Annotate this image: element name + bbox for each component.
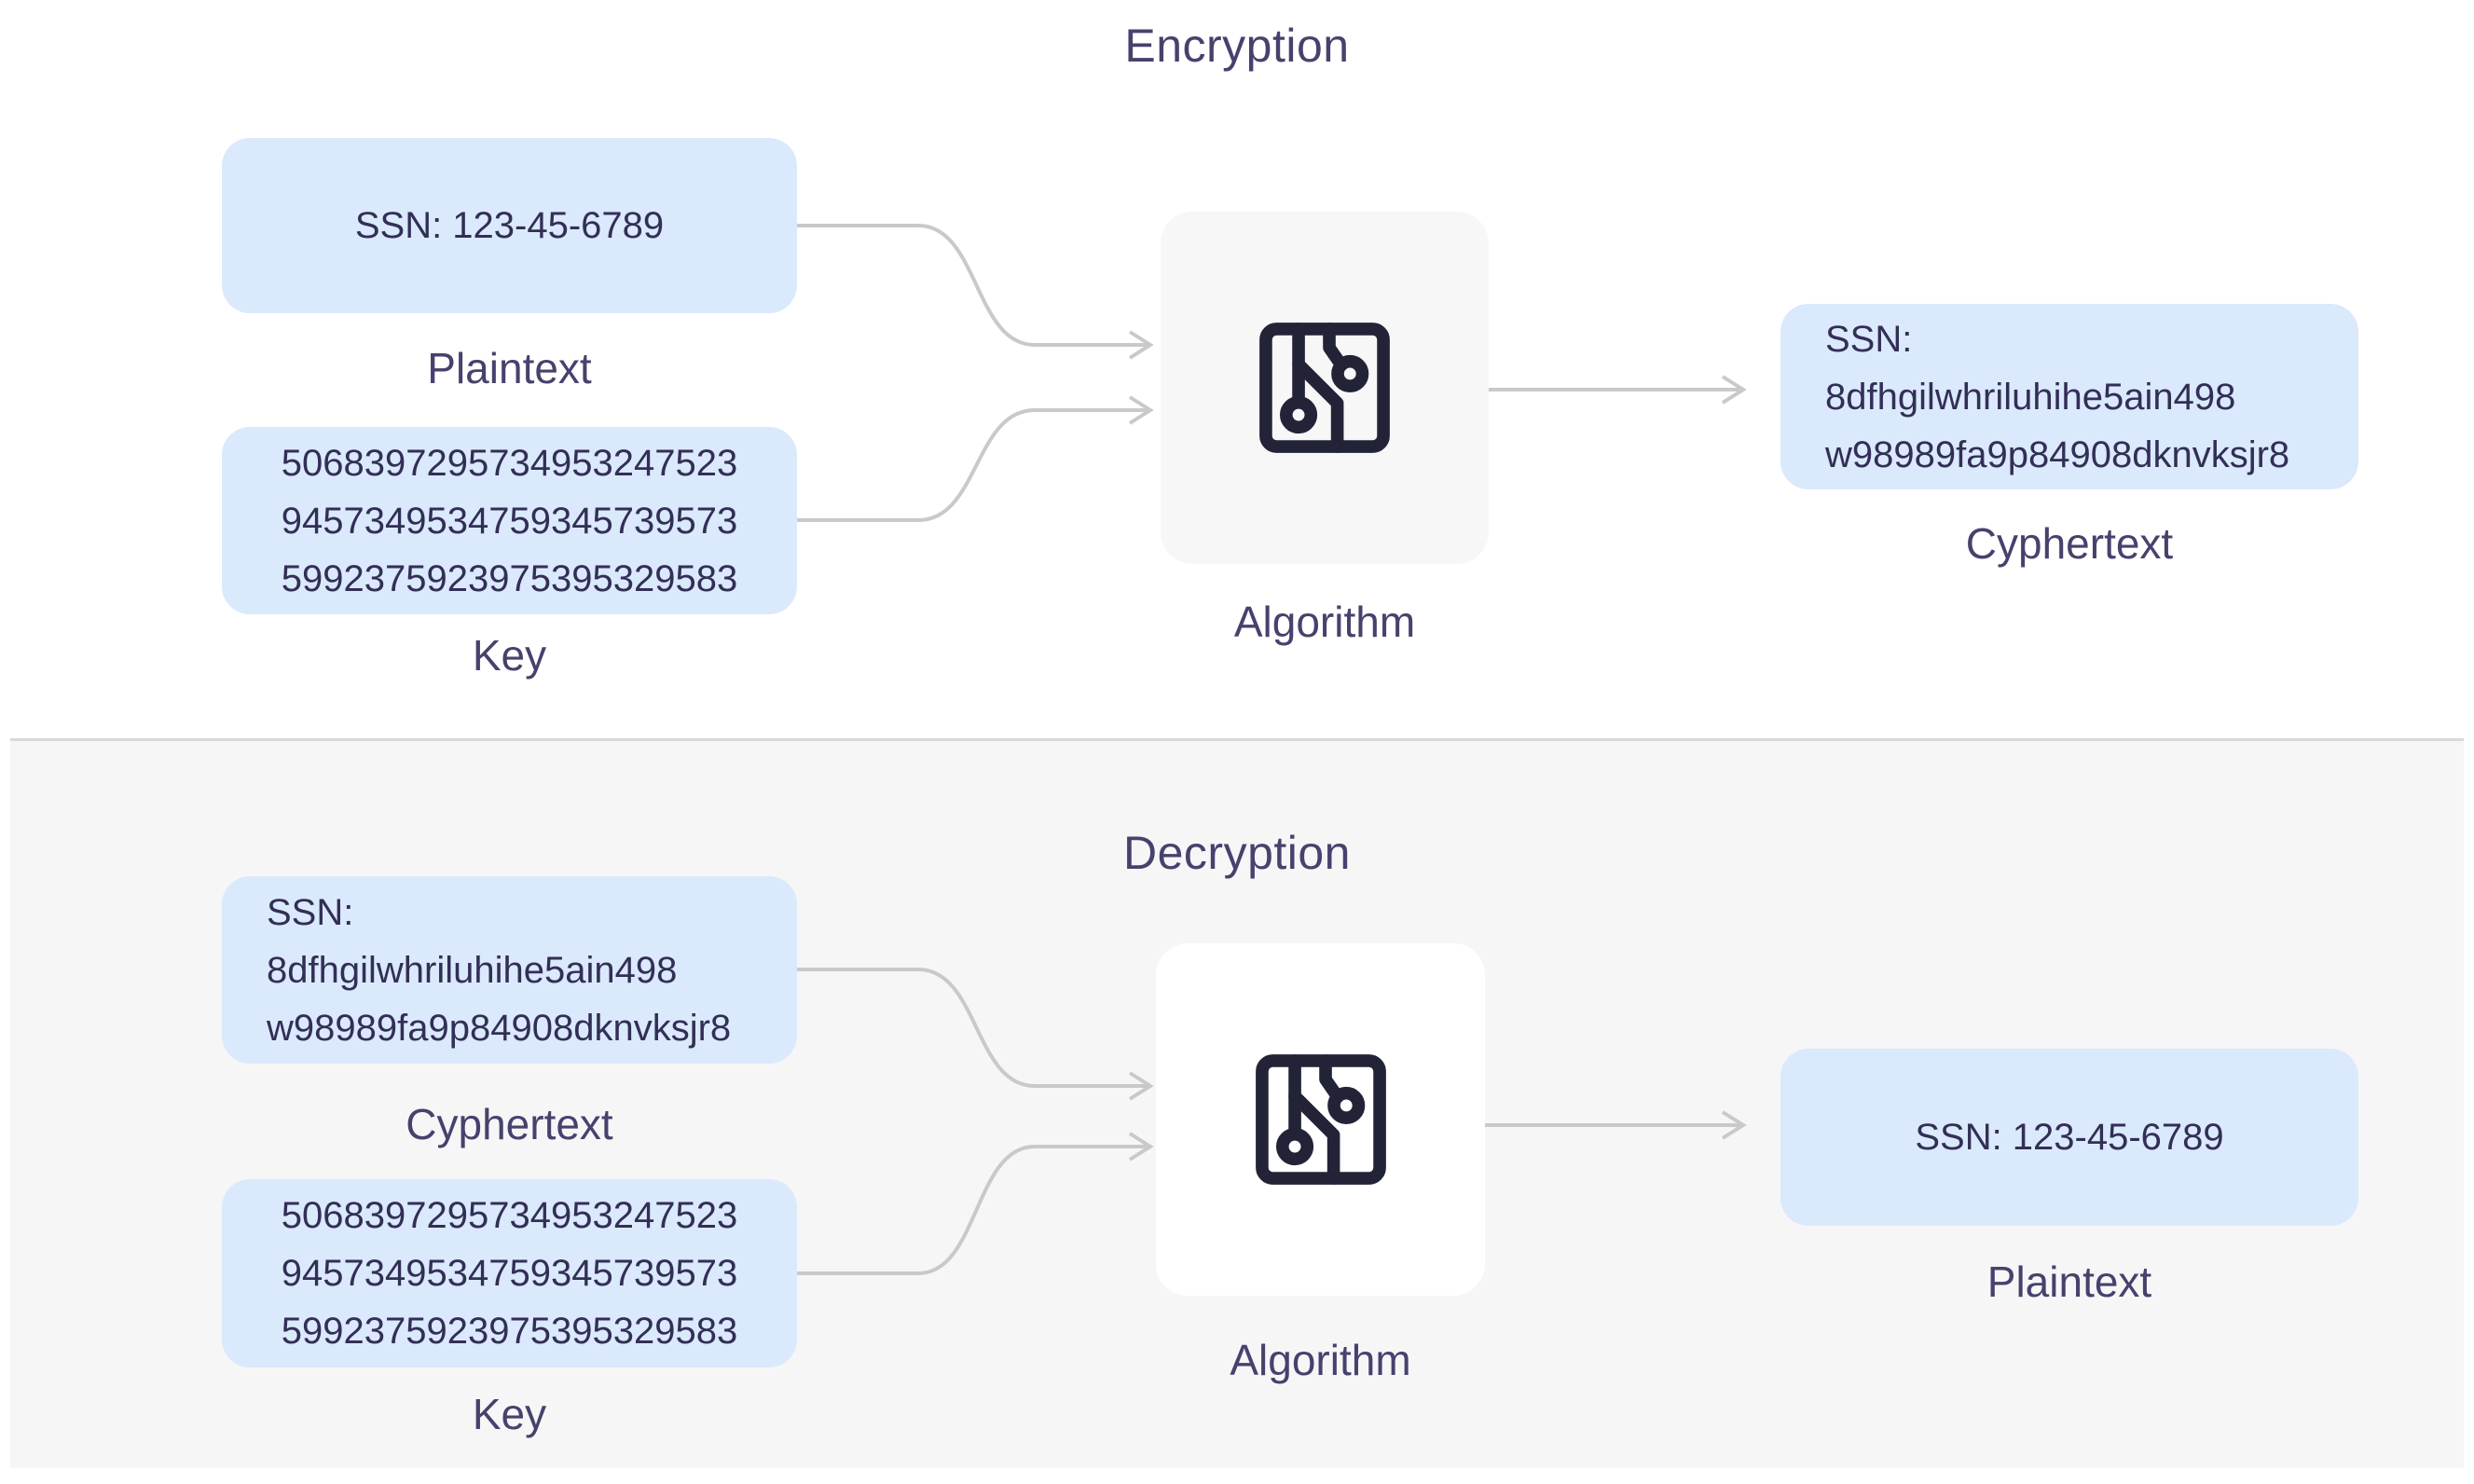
dec-cyphertext-label: Cyphertext xyxy=(405,1100,613,1148)
dec-key-label: Key xyxy=(472,1390,547,1438)
enc-plaintext-text: SSN: 123-45-6789 xyxy=(354,205,665,246)
enc-key-line: 5992375923975395329583 xyxy=(281,557,738,599)
enc-algorithm-box xyxy=(1161,212,1489,564)
enc-cyphertext-line: 8dfhgilwhriluhihe5ain498 xyxy=(1825,376,2236,418)
dec-plaintext-box: SSN: 123-45-6789 xyxy=(1780,1049,2358,1226)
arrowhead-icon xyxy=(1128,330,1154,360)
enc-plaintext-box: SSN: 123-45-6789 xyxy=(222,138,797,313)
enc-cyphertext-box: SSN: 8dfhgilwhriluhihe5ain498 w98989fa9p… xyxy=(1780,304,2358,489)
enc-key-line: 9457349534759345739573 xyxy=(281,500,738,542)
arrowhead-icon xyxy=(1128,395,1154,425)
dec-plaintext-text: SSN: 123-45-6789 xyxy=(1915,1117,2224,1158)
dec-algorithm-label: Algorithm xyxy=(1230,1336,1411,1384)
dec-cyphertext-box: SSN: 8dfhgilwhriluhihe5ain498 w98989fa9p… xyxy=(222,876,797,1064)
decryption-title: Decryption xyxy=(1123,827,1351,879)
dec-algorithm-box xyxy=(1156,943,1485,1296)
dec-cyphertext-line: 8dfhgilwhriluhihe5ain498 xyxy=(267,949,678,991)
dec-cyphertext-line: SSN: xyxy=(267,891,354,933)
enc-cyphertext-line: SSN: xyxy=(1825,318,1913,360)
dec-plaintext-label: Plaintext xyxy=(1986,1257,2152,1306)
circuit-icon xyxy=(1241,1039,1401,1200)
dec-key-box: 5068397295734953247523 94573495347593457… xyxy=(222,1179,797,1367)
dec-key-line: 5992375923975395329583 xyxy=(281,1311,738,1352)
enc-cyphertext-line: w98989fa9p84908dknvksjr8 xyxy=(1825,433,2290,475)
arrow-enc-plaintext-to-algorithm xyxy=(797,224,1147,347)
enc-key-label: Key xyxy=(472,631,547,680)
encryption-title: Encryption xyxy=(1124,20,1350,72)
dec-key-line: 9457349534759345739573 xyxy=(281,1253,738,1294)
enc-plaintext-label: Plaintext xyxy=(427,344,592,392)
enc-key-box: 5068397295734953247523 94573495347593457… xyxy=(222,427,797,614)
enc-key-line: 5068397295734953247523 xyxy=(281,442,738,484)
enc-algorithm-label: Algorithm xyxy=(1233,598,1416,646)
arrowhead-icon xyxy=(1721,375,1747,405)
dec-cyphertext-line: w98989fa9p84908dknvksjr8 xyxy=(267,1007,732,1049)
circuit-icon xyxy=(1244,308,1405,468)
arrow-enc-key-to-algorithm xyxy=(797,408,1147,522)
enc-cyphertext-label: Cyphertext xyxy=(1965,519,2174,568)
dec-key-line: 5068397295734953247523 xyxy=(281,1195,738,1236)
